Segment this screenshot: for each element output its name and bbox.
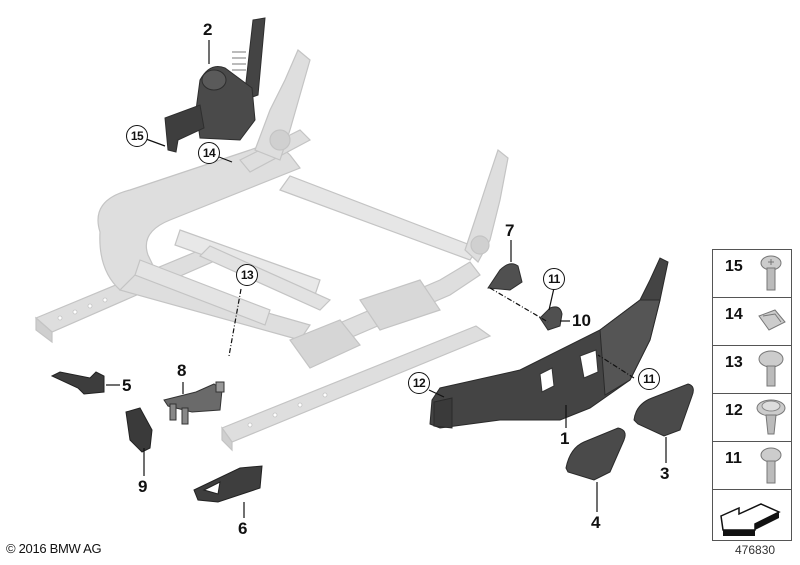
callout-6: 6 [238,519,248,538]
callout-4: 4 [591,513,601,532]
legend-item-14: 14 [713,298,791,346]
legend-item-13: 13 [713,346,791,394]
legend-item-11: 11 [713,442,791,490]
part-5-cover [50,371,105,395]
torx-cap-screw-icon [760,255,782,291]
direction-arrow-icon [720,503,781,536]
callout-11-upper: 11 [543,268,565,290]
callout-7: 7 [505,221,515,240]
callout-2: 2 [203,20,213,39]
callout-11-lower: 11 [638,368,660,390]
callout-8: 8 [177,361,187,380]
part-9-cover [125,407,153,453]
callout-9: 9 [138,477,148,496]
copyright-notice: © 2016 BMW AG [6,541,102,556]
clip-nut-icon [758,309,786,331]
callout-14: 14 [198,142,220,164]
legend-item-15: 15 [713,250,791,298]
callout-1: 1 [560,429,570,448]
callout-5: 5 [122,376,132,395]
fastener-legend: 15 14 13 12 11 [712,249,792,541]
diagram-number: 476830 [735,543,776,557]
part-2-cover [164,17,266,153]
legend-item-12: 12 [713,394,791,442]
part-3-knob [633,383,694,437]
callout-15: 15 [126,125,148,147]
callout-3: 3 [660,464,670,483]
oval-head-screw-icon [760,447,782,484]
callout-12: 12 [408,372,430,394]
callout-13: 13 [236,264,258,286]
callout-10: 10 [572,311,591,330]
leader-lines [106,40,667,518]
part-6-cover [193,465,263,503]
flange-head-screw-icon [756,399,786,435]
part-1-side-panel [429,257,669,429]
part-10-holder [539,306,563,331]
seat-frame-illustration [34,49,509,452]
pan-head-screw-icon [758,350,784,387]
part-8-bracket [163,381,225,425]
part-7-bracket [487,263,523,291]
legend-orientation [713,490,791,540]
part-4-knob [565,427,626,481]
